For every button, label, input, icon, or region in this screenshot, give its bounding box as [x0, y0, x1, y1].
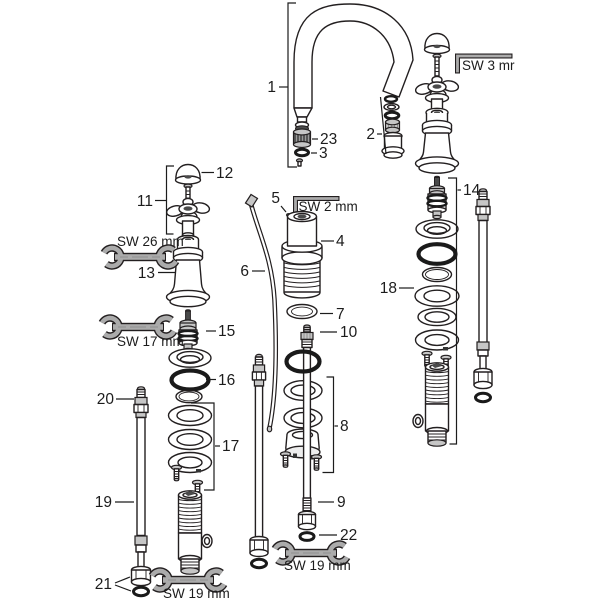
part-label-2: 2 — [366, 126, 375, 143]
part-label-11: 11 — [137, 193, 153, 210]
left-valve-stack: 15 16 17 — [167, 309, 239, 575]
spout-seal-stack-part-2: 2 — [366, 94, 405, 159]
wrench-sw17: SW 17 mm — [101, 316, 184, 349]
mounting-assembly: 10 8 9 22 — [279, 324, 358, 544]
bracket-part-8 — [322, 376, 335, 474]
part-label-14: 14 — [463, 182, 481, 199]
spout-receptor-part-4 — [281, 210, 323, 299]
allen-key-sw2 — [293, 196, 340, 216]
bracket-part-17 — [191, 402, 215, 491]
fixing-bolt — [279, 451, 292, 468]
shank-side-outlet — [412, 413, 424, 429]
part-label-16: 16 — [218, 372, 235, 389]
rod-end-part-9 — [297, 497, 317, 531]
fixing-bolt — [310, 454, 323, 471]
part-label-8: 8 — [340, 418, 349, 435]
part-label-23: 23 — [320, 131, 337, 148]
right-valve-stack: 14 18 — [380, 175, 481, 447]
spout-tube — [293, 3, 414, 109]
part-label-3: 3 — [319, 145, 328, 162]
cartridge-part-15 — [177, 319, 199, 353]
tool-label-sw17: SW 17 mm — [117, 334, 184, 349]
part-label-6: 6 — [240, 263, 249, 280]
hose-tube-part-19 — [136, 416, 146, 537]
washer-stack-part-17 — [167, 404, 213, 474]
escutcheon-part-13 — [165, 234, 211, 308]
oring-part-16 — [169, 368, 211, 392]
fixing-bolt — [170, 464, 183, 482]
bracket-part-11 — [165, 165, 174, 235]
aerator-part-23 — [292, 128, 312, 149]
part-label-17: 17 — [222, 438, 239, 455]
spout-oring-part-3 — [294, 147, 310, 158]
wrench-sw19-left: SW 19 mm — [151, 569, 230, 600]
part-label-4: 4 — [336, 233, 345, 250]
left-handle-assembly: 12 11 13 — [137, 163, 233, 308]
part-label-7: 7 — [336, 306, 345, 323]
part-label-15: 15 — [218, 323, 235, 340]
part-label-21: 21 — [95, 576, 112, 593]
part-label-19: 19 — [95, 494, 112, 511]
center-supply-hose — [249, 353, 269, 570]
part-label-20: 20 — [97, 391, 115, 408]
adapter-part-10 — [300, 324, 314, 349]
part-label-10: 10 — [340, 324, 358, 341]
tool-label-sw19-left: SW 19 mm — [163, 586, 230, 600]
oring-black — [284, 349, 322, 374]
allen-key-sw3 — [455, 53, 513, 74]
right-handle-assembly: SW 3 mr — [413, 32, 515, 174]
oring-part-7 — [286, 303, 318, 320]
part-label-22: 22 — [340, 527, 357, 544]
bracket-part-1 — [287, 2, 297, 168]
tool-label-sw3: SW 3 mr — [462, 58, 515, 73]
shank-side-outlet — [201, 533, 213, 549]
spout-base-assembly: 5 SW 2 mm 4 6 7 — [240, 190, 358, 433]
part-label-9: 9 — [337, 494, 346, 511]
hose-nut-part-21 — [130, 565, 152, 598]
tool-label-sw19-center: SW 19 mm — [284, 558, 351, 573]
part-label-5: 5 — [271, 190, 280, 207]
right-valve-body — [414, 107, 460, 174]
part-label-13: 13 — [138, 265, 155, 282]
left-shank — [177, 490, 213, 575]
right-shank — [412, 362, 450, 447]
seal-stack-part-18 — [414, 219, 460, 351]
spout-assembly: 1 23 3 — [267, 2, 414, 168]
part-label-12: 12 — [216, 165, 233, 182]
bracket-part-14 — [448, 177, 458, 445]
overflow-rod-part-6 — [244, 193, 279, 433]
wrench-sw19-center: SW 19 mm — [274, 542, 350, 573]
part-label-1: 1 — [267, 79, 276, 96]
oring-part-22 — [298, 531, 316, 542]
wrench-sw26: SW 26 mm — [103, 234, 184, 268]
part-label-18: 18 — [380, 280, 397, 297]
left-hose-assembly: 20 19 21 — [95, 386, 152, 598]
tool-label-sw2: SW 2 mm — [299, 199, 358, 214]
right-supply-hose — [473, 188, 493, 404]
